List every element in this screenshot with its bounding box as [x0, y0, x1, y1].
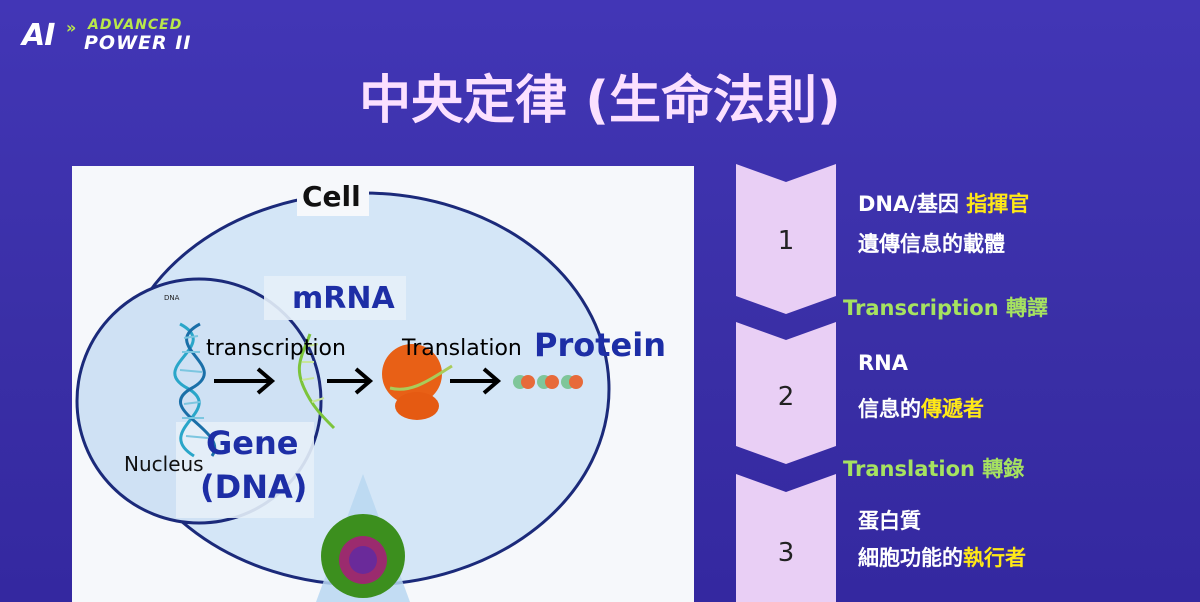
- transcription-label: transcription: [206, 336, 346, 361]
- step-3-line-2: 細胞功能的執行者: [858, 546, 1026, 570]
- nucleus-label: Nucleus: [124, 452, 204, 476]
- slide-title: 中央定律 (生命法則): [359, 71, 841, 131]
- mrna-label: mRNA: [292, 281, 395, 316]
- step-chevron-2: [736, 322, 836, 464]
- step-chevrons: [736, 164, 836, 602]
- central-dogma-diagram: Cell mRNA DNA transcription Translation …: [72, 166, 694, 602]
- arrow-icon-2: [327, 367, 374, 395]
- arrow-icon-1: [214, 367, 276, 395]
- protein-label: Protein: [534, 326, 666, 364]
- step-number-3: 3: [777, 538, 795, 568]
- step-2-line-1: RNA: [858, 351, 908, 375]
- step-3-line-1: 蛋白質: [858, 509, 921, 533]
- step-chevron-3: [736, 474, 836, 602]
- connector-translation: Translation 轉錄: [843, 457, 1025, 481]
- step-number-1: 1: [777, 226, 795, 256]
- translation-label: Translation: [402, 336, 522, 361]
- mrna-strand-icon: [297, 333, 336, 430]
- ribosome-icon: [382, 344, 453, 420]
- arrow-icon-3: [450, 367, 502, 395]
- cell-label: Cell: [302, 180, 361, 213]
- gene-label: Gene: [206, 424, 299, 462]
- diagram-illustration: [75, 182, 611, 602]
- step-1-line-2: 遺傳信息的載體: [858, 232, 1005, 256]
- step-number-2: 2: [777, 382, 795, 412]
- step-1-line-1: DNA/基因 指揮官: [858, 192, 1030, 216]
- cell-model-icon: [321, 514, 405, 598]
- logo-chevron-icon: »: [66, 18, 77, 37]
- brand-logo: AI » ADVANCED POWER II: [22, 17, 232, 58]
- logo-advanced-text: ADVANCED: [88, 17, 183, 33]
- step-2-line-2: 信息的傳遞者: [858, 397, 984, 421]
- connector-transcription: Transcription 轉譯: [843, 296, 1048, 320]
- step-chevron-1: [736, 164, 836, 314]
- dna-small-label: DNA: [164, 294, 180, 302]
- logo-power-text: POWER II: [84, 32, 192, 54]
- protein-chain-icon: [513, 375, 583, 389]
- dna-helix-icon: [173, 322, 217, 458]
- logo-ai-text: AI: [22, 18, 55, 53]
- dna-label: (DNA): [200, 468, 308, 506]
